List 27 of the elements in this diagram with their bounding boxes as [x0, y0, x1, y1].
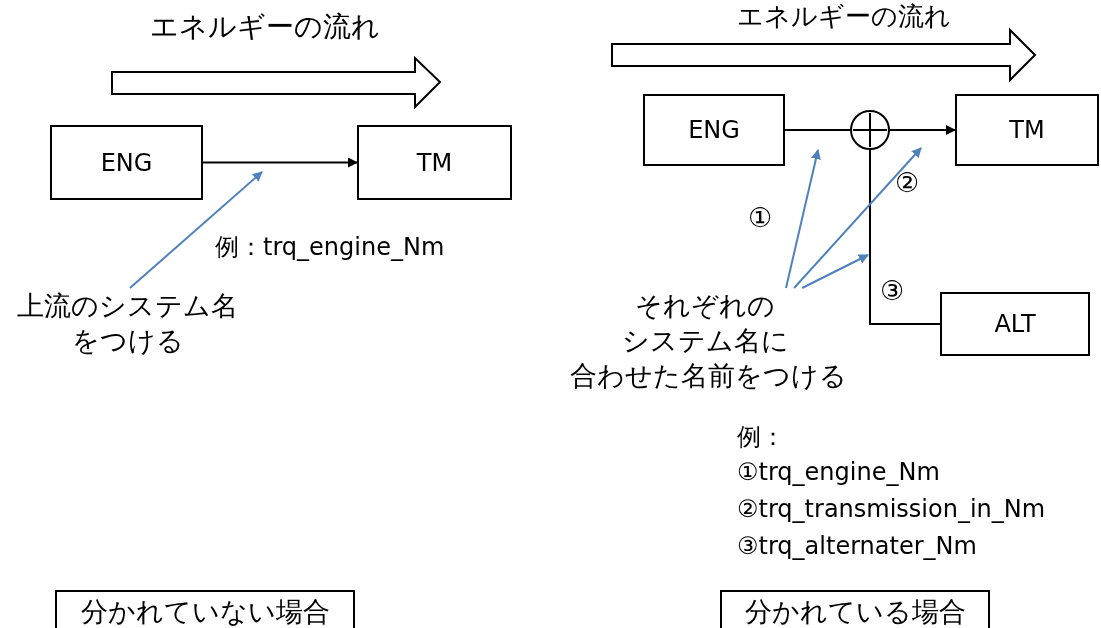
flow-label: エネルギーの流れ	[737, 1, 951, 31]
example-text: 例：	[737, 422, 785, 452]
summing-junction	[850, 110, 890, 150]
annotation-text: 上流のシステム名をつける	[5, 288, 250, 358]
flow-label: エネルギーの流れ	[150, 12, 380, 42]
example-text: ③trq_alternater_Nm	[737, 531, 977, 561]
connector-line	[784, 129, 851, 131]
leader-line	[128, 171, 263, 289]
arrow	[202, 157, 358, 168]
leader-line	[793, 147, 922, 289]
case-caption: 分かれていない場合	[55, 590, 355, 628]
callout-number: ①	[748, 203, 773, 233]
example-text: 例：trq_engine_Nm	[215, 232, 445, 262]
example-text: ①trq_engine_Nm	[737, 457, 940, 487]
system-box: TM	[955, 94, 1099, 166]
system-box: ENG	[50, 125, 203, 200]
leader-line	[801, 254, 869, 289]
callout-number: ③	[880, 276, 905, 306]
leader-line	[785, 149, 821, 289]
case-caption: 分かれている場合	[720, 590, 990, 628]
connector-line	[869, 149, 941, 325]
arrow	[889, 125, 956, 135]
system-box: ALT	[940, 292, 1090, 356]
system-box: TM	[357, 125, 512, 200]
system-box: ENG	[643, 94, 785, 166]
callout-number: ②	[895, 168, 920, 198]
example-text: ②trq_transmission_in_Nm	[737, 494, 1046, 524]
